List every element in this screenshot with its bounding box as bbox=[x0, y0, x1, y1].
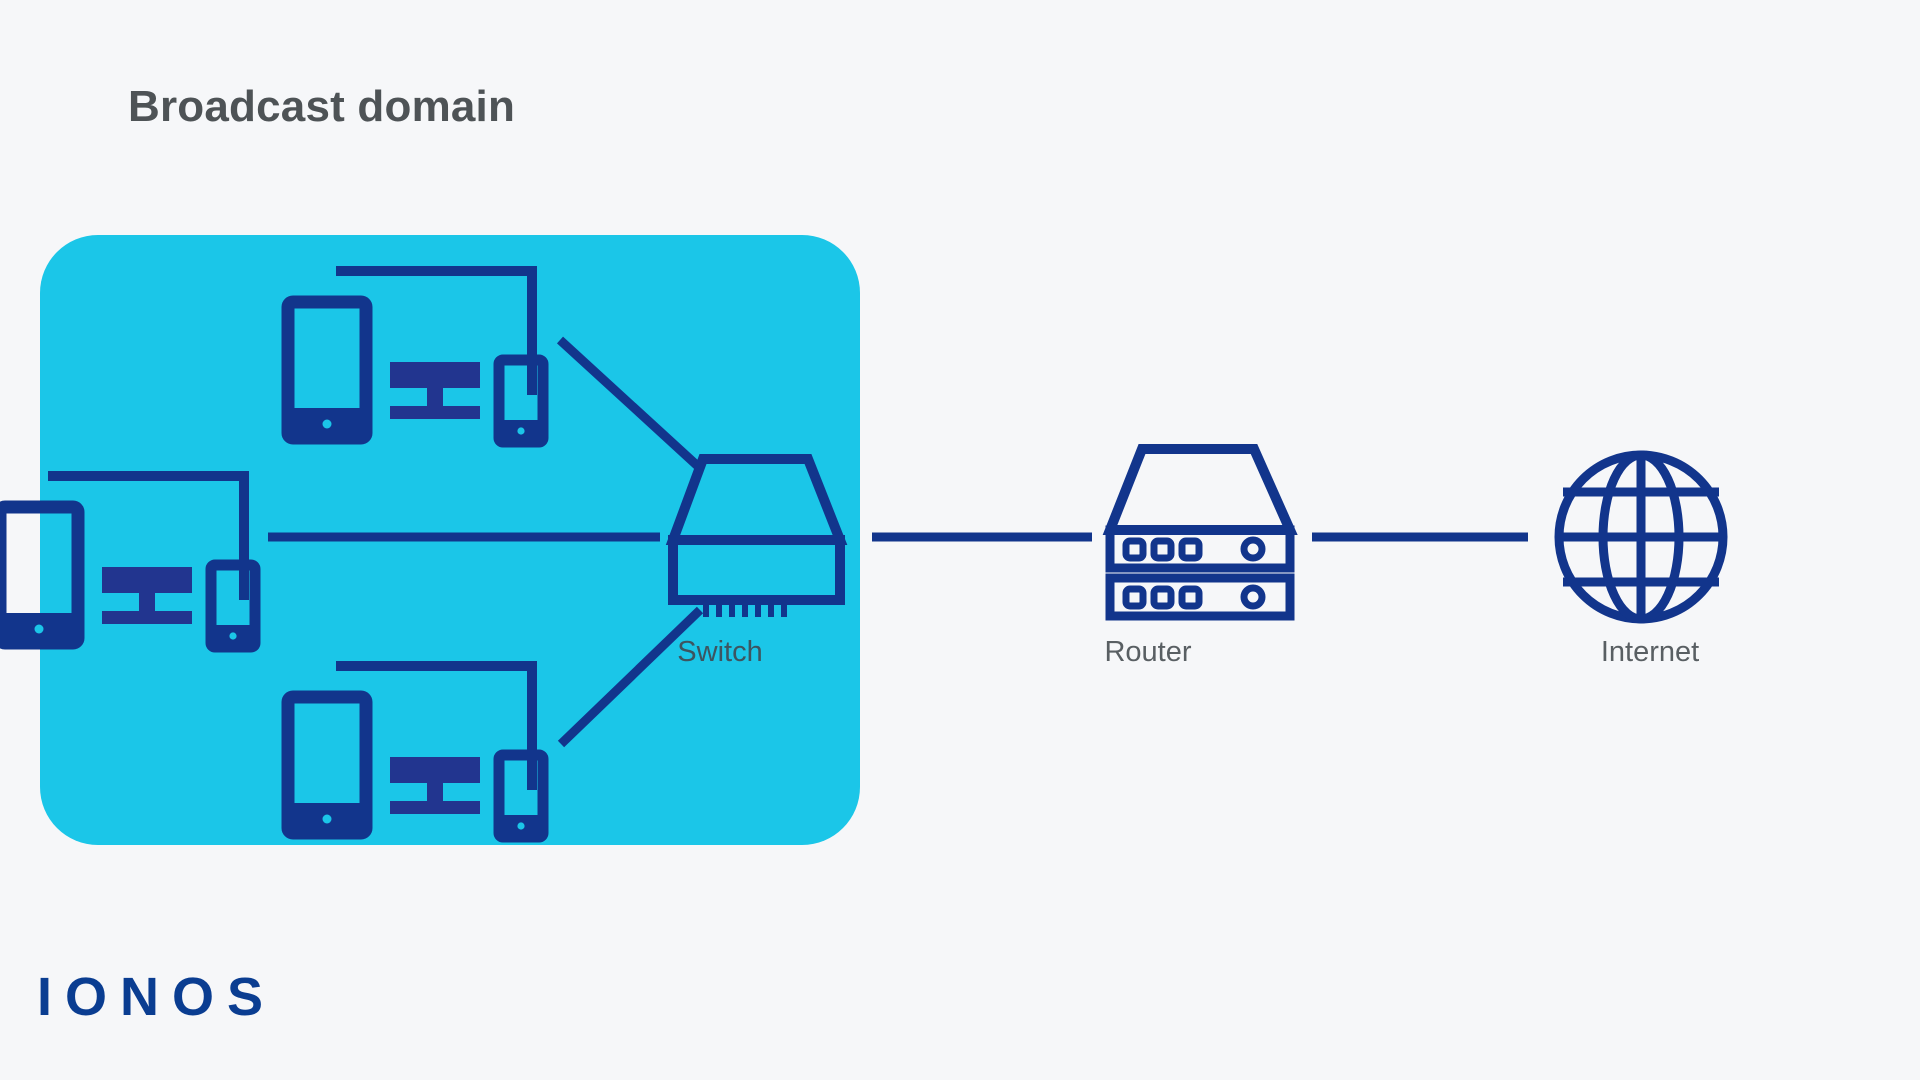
router-indicator-led bbox=[1240, 584, 1266, 610]
switch-icon[interactable] bbox=[665, 454, 848, 617]
tablet-icon bbox=[0, 500, 85, 650]
router-indicator-led bbox=[1240, 536, 1266, 562]
edge-top-group-to-switch bbox=[556, 336, 706, 474]
smartphone-icon bbox=[205, 559, 261, 653]
smartphone-icon bbox=[493, 749, 549, 843]
edge-bottom-group-to-switch bbox=[557, 606, 704, 748]
internet-label: Internet bbox=[1600, 636, 1700, 668]
router-unit-upper bbox=[1105, 525, 1295, 573]
router-port bbox=[1178, 585, 1203, 610]
desktop-monitor-icon bbox=[390, 362, 480, 419]
desktop-monitor-icon bbox=[390, 757, 480, 814]
router-port bbox=[1122, 537, 1147, 562]
switch-ports bbox=[703, 596, 793, 617]
switch-body bbox=[668, 535, 845, 605]
router-top bbox=[1102, 444, 1298, 535]
ionos-logo: IONOS bbox=[37, 967, 277, 1027]
desktop-monitor-icon bbox=[102, 567, 192, 624]
switch-top bbox=[665, 454, 848, 545]
router-port bbox=[1150, 537, 1175, 562]
smartphone-icon bbox=[493, 354, 549, 448]
globe-meridian-ellipse bbox=[1598, 450, 1684, 624]
switch-label: Switch bbox=[677, 636, 763, 668]
router-icon[interactable] bbox=[1102, 444, 1298, 621]
group-bracket bbox=[336, 661, 537, 790]
router-port bbox=[1122, 585, 1147, 610]
page-title: Broadcast domain bbox=[128, 82, 516, 131]
device-group-top[interactable] bbox=[281, 266, 549, 448]
router-unit-lower bbox=[1105, 573, 1295, 621]
group-bracket bbox=[336, 266, 537, 395]
device-group-left[interactable] bbox=[0, 471, 261, 653]
device-group-bottom[interactable] bbox=[281, 661, 549, 843]
router-label: Router bbox=[1104, 636, 1192, 668]
tablet-icon bbox=[281, 690, 373, 840]
router-port bbox=[1150, 585, 1175, 610]
globe-icon[interactable] bbox=[1554, 450, 1728, 624]
tablet-icon bbox=[281, 295, 373, 445]
router-port bbox=[1178, 537, 1203, 562]
connection-lines bbox=[268, 336, 1528, 748]
group-bracket bbox=[48, 471, 249, 600]
